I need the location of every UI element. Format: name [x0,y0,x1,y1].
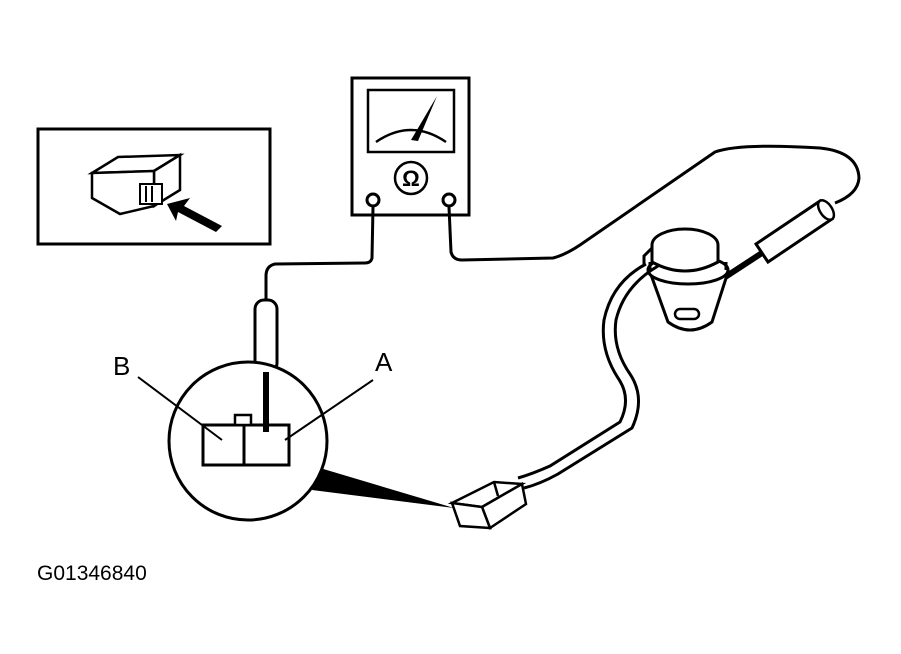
ohm-symbol: Ω [402,166,420,191]
speaker-icon [642,227,731,332]
magnifier-pointer [312,468,454,508]
inset-panel [36,127,272,246]
right-probe-icon [711,198,836,288]
right-test-lead [447,144,861,262]
figure-id: G01346840 [37,562,147,585]
left-test-lead [264,206,375,300]
speaker-harness [517,262,659,490]
connector-detail-circle [167,360,329,522]
connector-icon [447,480,528,530]
control-module-icon [87,152,185,216]
leader-line-b [137,376,223,441]
leader-line-a [284,379,374,441]
label-b: B [113,351,130,381]
label-a: A [375,347,393,377]
ohmmeter-icon: Ω [350,76,471,217]
arrow-icon [167,198,222,232]
